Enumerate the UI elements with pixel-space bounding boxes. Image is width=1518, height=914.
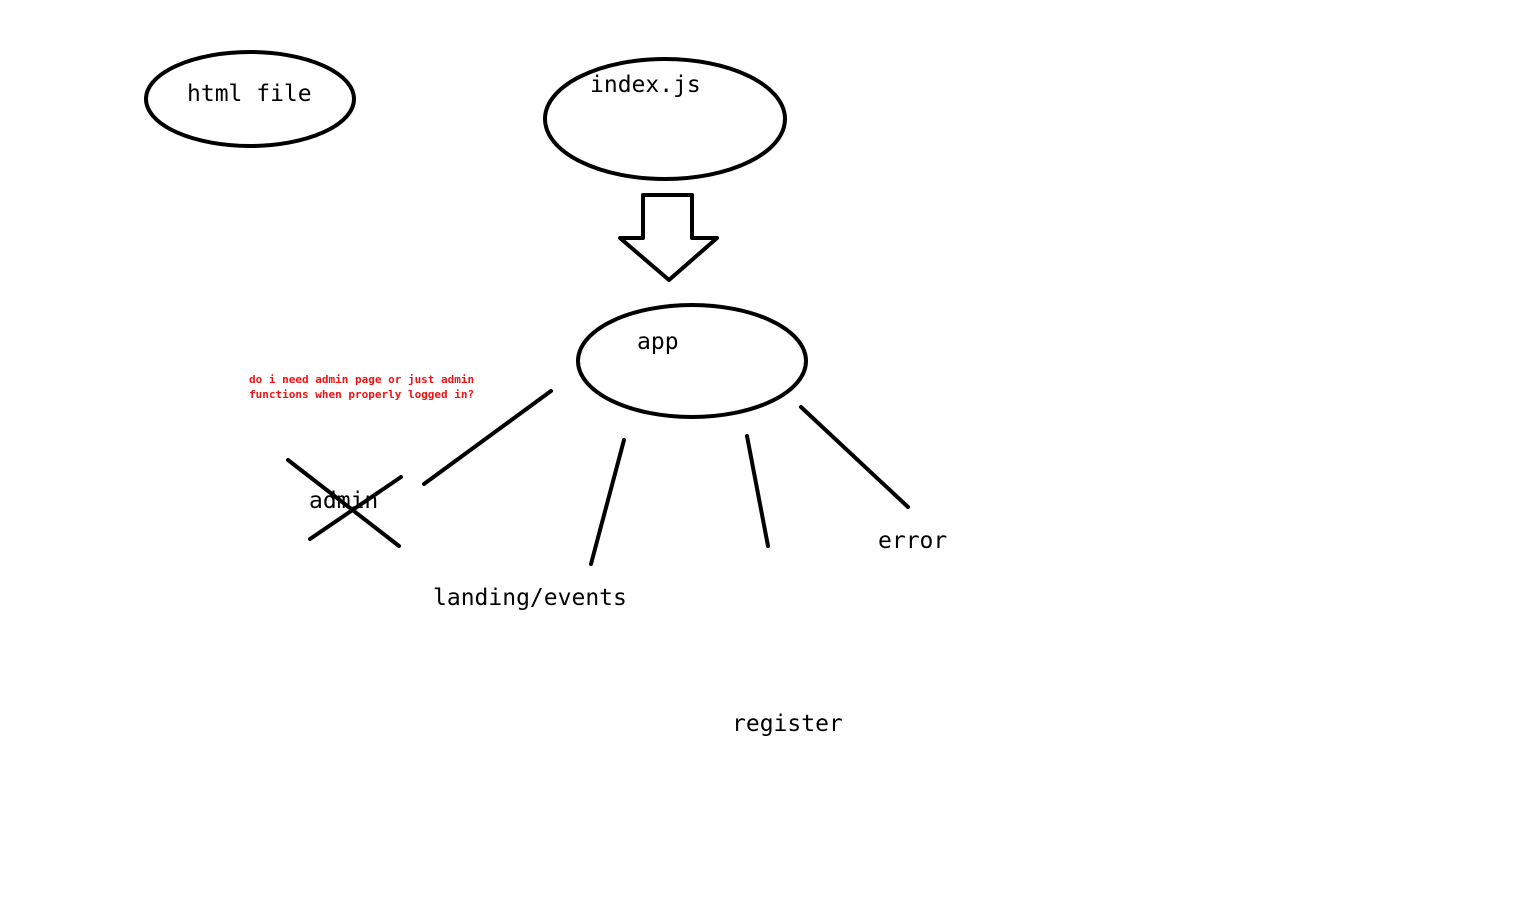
index-js-label: index.js	[590, 72, 701, 98]
admin-question-note: do i need admin page or just admin funct…	[249, 372, 474, 402]
app-ellipse	[576, 303, 808, 419]
app-label: app	[637, 329, 679, 355]
connector-admin	[422, 389, 553, 486]
index-js-ellipse	[543, 57, 787, 181]
note-line-2: functions when properly logged in?	[249, 388, 475, 401]
connector-register	[745, 434, 770, 548]
down-arrow	[618, 193, 719, 282]
register-label: register	[732, 711, 843, 737]
landing-events-label: landing/events	[433, 585, 627, 611]
cross-stroke-1	[286, 458, 401, 548]
note-line-1: do i need admin page or just admin	[249, 373, 475, 386]
error-label: error	[878, 528, 948, 554]
connector-error	[799, 405, 910, 509]
html-file-label: html file	[187, 81, 312, 107]
html-file-ellipse	[144, 50, 356, 148]
admin-label: admin	[309, 488, 379, 514]
admin-cross-out-mark	[286, 458, 403, 548]
cross-stroke-2	[308, 475, 403, 541]
connector-landing-events	[589, 438, 626, 566]
